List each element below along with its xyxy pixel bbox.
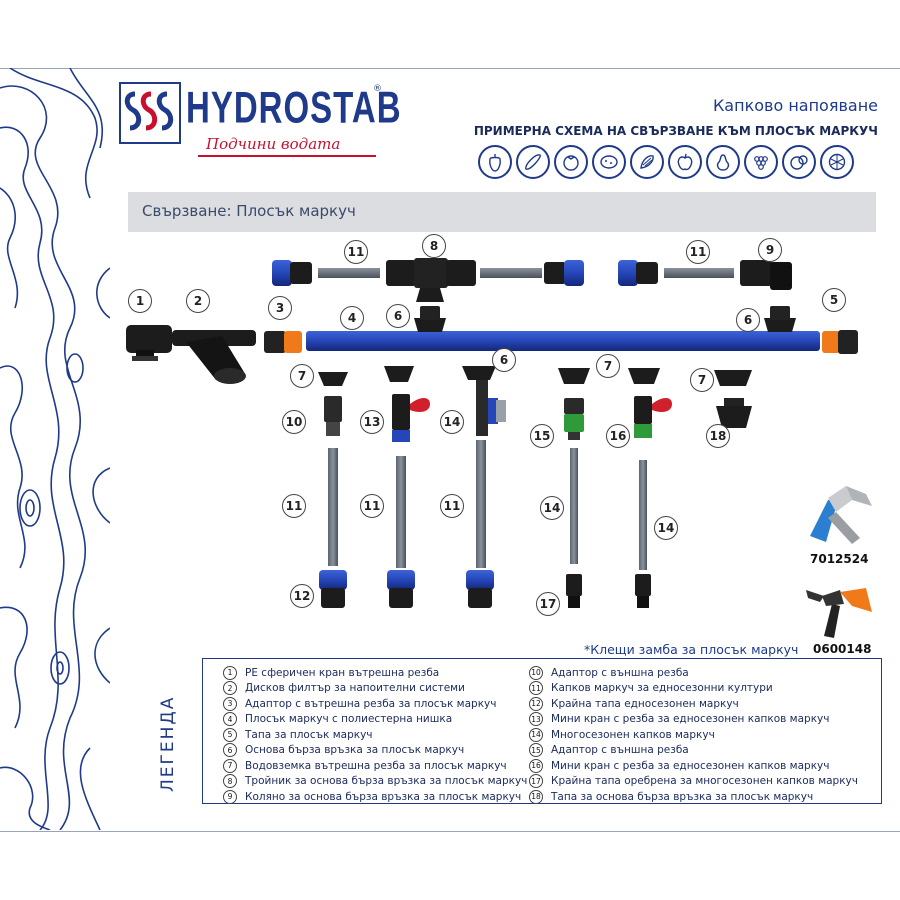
blue-pliers-tool	[810, 486, 872, 544]
callout-14c: 14	[654, 516, 678, 540]
orange-pliers-tool	[806, 588, 872, 638]
top-tee-assembly	[272, 258, 584, 302]
potato-icon	[592, 145, 626, 179]
hose-end-plug	[822, 330, 858, 354]
section-bar: Свързване: Плосък маркуч	[128, 192, 876, 232]
callout-7a: 7	[290, 364, 314, 388]
callout-6c: 6	[492, 348, 516, 372]
callout-11e: 11	[440, 494, 464, 518]
melon-icon	[820, 145, 854, 179]
logo-mark	[119, 82, 181, 144]
callout-11a: 11	[344, 240, 368, 264]
callout-6b: 6	[736, 308, 760, 332]
apple-icon	[668, 145, 702, 179]
callout-5: 5	[822, 288, 846, 312]
disc-filter	[172, 330, 256, 384]
callout-11b: 11	[686, 240, 710, 264]
topographic-pattern	[0, 68, 110, 830]
callout-7b: 7	[596, 354, 620, 378]
brand-name: HYDROSTAB	[186, 82, 402, 132]
corn-icon	[630, 145, 664, 179]
column-green-adapter-15	[558, 368, 590, 608]
callout-4: 4	[340, 306, 364, 330]
callout-17: 17	[536, 592, 560, 616]
quick-base-right	[764, 306, 796, 332]
pepper-icon	[478, 145, 512, 179]
tool-code-2: 0600148	[813, 642, 872, 656]
callout-18: 18	[706, 424, 730, 448]
callout-7c: 7	[690, 368, 714, 392]
page-subtitle: ПРИМЕРНА СХЕМА НА СВЪРЗВАНЕ КЪМ ПЛОСЪК М…	[473, 124, 878, 138]
tools-note: *Клещи замба за плосък маркуч	[584, 642, 799, 657]
citrus-icon	[782, 145, 816, 179]
flat-hose	[306, 331, 820, 351]
slogan-underline	[198, 155, 376, 157]
callout-6a: 6	[386, 304, 410, 328]
base-cap-18	[714, 370, 752, 428]
crop-icons	[478, 145, 854, 179]
page-title: Капково напояване	[712, 96, 878, 115]
callout-14b: 14	[540, 496, 564, 520]
callout-13: 13	[360, 410, 384, 434]
pear-icon	[706, 145, 740, 179]
ball-valve	[126, 325, 172, 361]
tool-code-1: 7012524	[810, 552, 869, 566]
column-takeoff-14	[462, 366, 506, 608]
callout-14a: 14	[440, 410, 464, 434]
adapter-fitting	[264, 331, 302, 353]
callout-16: 16	[606, 424, 630, 448]
section-label: Свързване: Плосък маркуч	[142, 202, 356, 220]
cucumber-icon	[516, 145, 550, 179]
top-elbow-assembly	[618, 260, 792, 290]
callout-12: 12	[290, 584, 314, 608]
callout-1: 1	[128, 289, 152, 313]
column-adapter-10	[318, 372, 348, 608]
brand-slogan: Подчини водата	[206, 135, 341, 153]
callout-11c: 11	[282, 494, 306, 518]
legend-title: ЛЕГЕНДА	[158, 695, 178, 792]
callout-3: 3	[268, 296, 292, 320]
callout-9: 9	[758, 238, 782, 262]
column-green-valve-16	[628, 368, 672, 608]
quick-base-left	[414, 306, 446, 332]
callout-2: 2	[186, 289, 210, 313]
registered-mark: ®	[373, 84, 382, 94]
column-minivalve-13	[384, 366, 430, 608]
page-frame	[0, 68, 900, 832]
callout-15: 15	[530, 424, 554, 448]
callout-10: 10	[282, 410, 306, 434]
grape-icon	[744, 145, 778, 179]
tomato-icon	[554, 145, 588, 179]
callout-11d: 11	[360, 494, 384, 518]
callout-8: 8	[422, 234, 446, 258]
